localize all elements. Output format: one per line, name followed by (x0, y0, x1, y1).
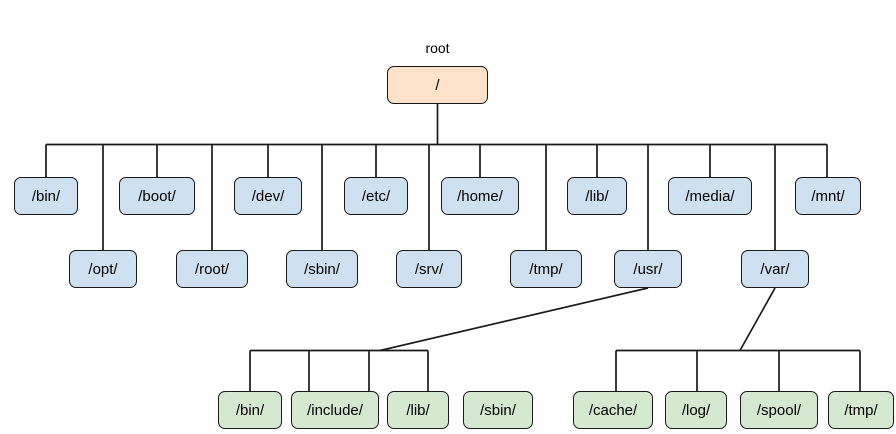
node-var-spool[interactable]: /spool/ (740, 391, 818, 429)
edge-usr-diagonal (379, 287, 649, 352)
node-lib[interactable]: /lib/ (567, 177, 627, 215)
node-usr-include[interactable]: /include/ (291, 391, 379, 429)
node-var[interactable]: /var/ (741, 250, 809, 288)
node-var-cache[interactable]: /cache/ (573, 391, 653, 429)
node-var-log[interactable]: /log/ (665, 391, 727, 429)
node-mnt[interactable]: /mnt/ (795, 177, 861, 215)
node-boot[interactable]: /boot/ (119, 177, 195, 215)
node-home[interactable]: /home/ (441, 177, 519, 215)
node-bin[interactable]: /bin/ (14, 177, 78, 215)
edge-var-diagonal (739, 287, 776, 351)
node-sbin[interactable]: /sbin/ (286, 250, 358, 288)
node-usr-bin[interactable]: /bin/ (218, 391, 282, 429)
node-media[interactable]: /media/ (668, 177, 752, 215)
node-root[interactable]: / (387, 66, 488, 104)
node-usr[interactable]: /usr/ (614, 250, 682, 288)
node-root-dir[interactable]: /root/ (176, 250, 248, 288)
node-etc[interactable]: /etc/ (344, 177, 408, 215)
node-tmp[interactable]: /tmp/ (510, 250, 582, 288)
node-usr-sbin[interactable]: /sbin/ (463, 391, 533, 429)
node-usr-lib[interactable]: /lib/ (387, 391, 449, 429)
node-dev[interactable]: /dev/ (234, 177, 302, 215)
node-var-tmp[interactable]: /tmp/ (828, 391, 894, 429)
node-opt[interactable]: /opt/ (69, 250, 137, 288)
root-caption: root (425, 40, 450, 56)
node-srv[interactable]: /srv/ (396, 250, 462, 288)
